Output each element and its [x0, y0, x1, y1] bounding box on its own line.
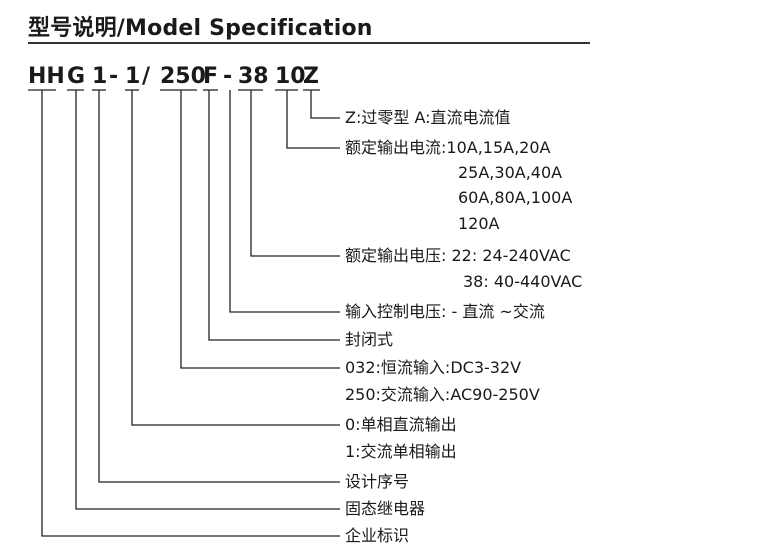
leader-rated-current [286, 90, 340, 149]
code-segment-dash: - [223, 64, 233, 89]
desc-ssr: 固态继电器 [345, 499, 426, 518]
code-segment-phase: 1 [125, 64, 141, 89]
desc-enclosed: 封闭式 [345, 330, 394, 349]
page-title: 型号说明/Model Specification [28, 16, 373, 41]
desc-rated-current-line: 60A,80A,100A [458, 188, 573, 207]
desc-output-phase: 0:单相直流输出 [345, 415, 457, 434]
desc-output-phase-line: 1:交流单相输出 [345, 442, 457, 461]
code-segment-slash: / [142, 64, 151, 89]
leader-company [41, 90, 340, 537]
leader-control-voltage [229, 90, 340, 313]
code-segment-voltage: 38 [238, 64, 269, 89]
code-segment-f: F [203, 64, 219, 89]
desc-control-voltage: 输入控制电压: - 直流 ~交流 [345, 302, 545, 321]
desc-zero-cross: Z:过零型 A:直流电流值 [345, 108, 511, 127]
leader-enclosed [208, 90, 340, 341]
title-divider [28, 42, 590, 44]
desc-company: 企业标识 [345, 526, 410, 545]
desc-rated-voltage: 额定输出电压: 22: 24-240VAC [345, 246, 571, 265]
code-segment-dash: - [109, 64, 119, 89]
code-segment-g: G [67, 64, 86, 89]
desc-input-type-line: 250:交流输入:AC90-250V [345, 385, 540, 404]
desc-rated-current-line: 120A [458, 214, 500, 233]
code-segment-z: Z [303, 64, 319, 89]
code-segment-hh: HH [28, 64, 65, 89]
code-segment-input: 250 [160, 64, 206, 89]
code-segment-current: 10 [275, 64, 306, 89]
leader-zero-cross [310, 90, 340, 119]
desc-rated-voltage-line: 38: 40-440VAC [463, 272, 583, 291]
desc-rated-current-line: 25A,30A,40A [458, 163, 563, 182]
desc-design-seq: 设计序号 [345, 472, 410, 491]
leader-output-phase [131, 90, 340, 426]
leader-ssr [75, 90, 340, 510]
desc-rated-current: 额定输出电流:10A,15A,20A [345, 138, 551, 157]
leader-input-type [180, 90, 340, 369]
leader-design-seq [98, 90, 340, 483]
code-segment-series: 1 [92, 64, 108, 89]
leader-rated-voltage [250, 90, 340, 257]
desc-input-type: 032:恒流输入:DC3-32V [345, 358, 522, 377]
